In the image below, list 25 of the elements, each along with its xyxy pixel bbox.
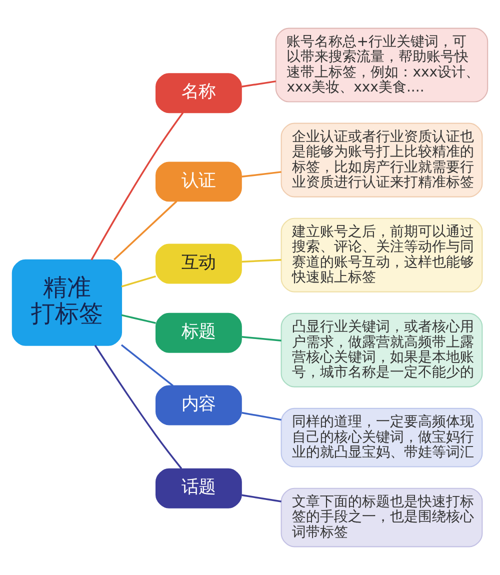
node-box: 话题 [156, 468, 242, 508]
node-box: 建立账号之后，前期可以通过搜索、评论、关注等动作与同赛道的账号互动，这样也能够快速贴上标签 [280, 218, 483, 292]
connector [114, 200, 178, 260]
connector [242, 494, 282, 502]
connector [242, 171, 282, 178]
node-box: 精准打标签 [12, 259, 122, 346]
node-box: 文章下面的标题也是快速打标签的手段之一，也是围绕核心词带标签 [280, 488, 483, 548]
node-box: 凸显行业关键词，或者核心用户需求，做露营就高频带上露营核心关键词，如果是本地账号，城市名称是一定不能少的 [280, 312, 483, 388]
node-box: 名称 [156, 73, 242, 114]
connector [121, 314, 156, 324]
connector [242, 336, 282, 342]
connector [242, 412, 282, 421]
connector [242, 80, 276, 88]
node-box: 内容 [156, 385, 242, 426]
connector [94, 344, 182, 470]
node-box: 企业认证或者行业资质认证也是能够为账号打上比较精准的标签，比如房产行业就需要行业资质进行认证来打精准标签 [280, 122, 483, 198]
connector [120, 344, 174, 386]
node-box: 账号名称总+行业关键词，可以带来搜索流量，帮助账号快速带上标签，例如：xxx设计、xxx美妆、xxx美食.... [275, 28, 488, 102]
connector [90, 112, 184, 260]
node-box: 认证 [156, 162, 242, 202]
connector [121, 275, 156, 288]
node-box: 标题 [156, 312, 242, 353]
node-box: 互动 [156, 244, 242, 284]
connector [242, 259, 282, 263]
node-box: 同样的道理，一定要高频体现自己的核心关键词，做宝妈行业的就凸显宝妈、带娃等词汇 [280, 408, 483, 468]
